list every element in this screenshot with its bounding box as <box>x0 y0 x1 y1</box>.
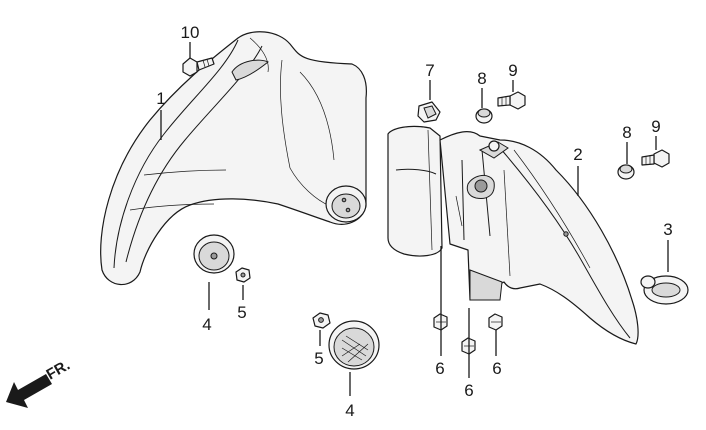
callout-9-upper: 9 <box>508 61 517 80</box>
callout-5-lower: 5 <box>314 349 323 368</box>
front-arrow-icon <box>6 374 52 408</box>
cap-part-4-upper <box>193 234 235 274</box>
callout-6-right: 6 <box>492 359 501 378</box>
callout-4-lower: 4 <box>345 401 354 420</box>
bolt-part-10 <box>182 57 215 77</box>
clip-part-7 <box>417 101 441 123</box>
callout-labels: 1 10 2 3 4 5 5 4 6 6 6 7 8 9 8 9 <box>156 23 672 420</box>
callout-6-middle: 6 <box>464 381 473 400</box>
clamp-part-3 <box>640 275 689 305</box>
callout-8-upper: 8 <box>477 69 486 88</box>
grommet-part-8-upper <box>475 108 493 124</box>
callout-3: 3 <box>663 220 672 239</box>
bolt-part-9-upper <box>497 91 526 110</box>
bolt-part-6-right <box>488 313 503 331</box>
callout-7: 7 <box>425 61 434 80</box>
cap-part-4-lower <box>328 320 380 370</box>
front-direction-indicator: FR. <box>6 357 73 408</box>
nut-part-5-upper <box>235 267 251 283</box>
callout-4-upper: 4 <box>202 315 211 334</box>
callout-1: 1 <box>156 89 165 108</box>
leader-lines <box>160 42 669 396</box>
callout-9-right: 9 <box>651 117 660 136</box>
callout-8-right: 8 <box>622 123 631 142</box>
inner-fender-part-2 <box>387 125 639 345</box>
nut-part-5-lower <box>312 312 331 329</box>
callout-6-left: 6 <box>435 359 444 378</box>
callout-5-upper: 5 <box>237 303 246 322</box>
front-fender-part-1 <box>100 31 367 286</box>
callout-10: 10 <box>181 23 200 42</box>
bolt-part-9-right <box>641 149 670 168</box>
callout-2: 2 <box>573 145 582 164</box>
grommet-part-8-right <box>617 164 635 180</box>
